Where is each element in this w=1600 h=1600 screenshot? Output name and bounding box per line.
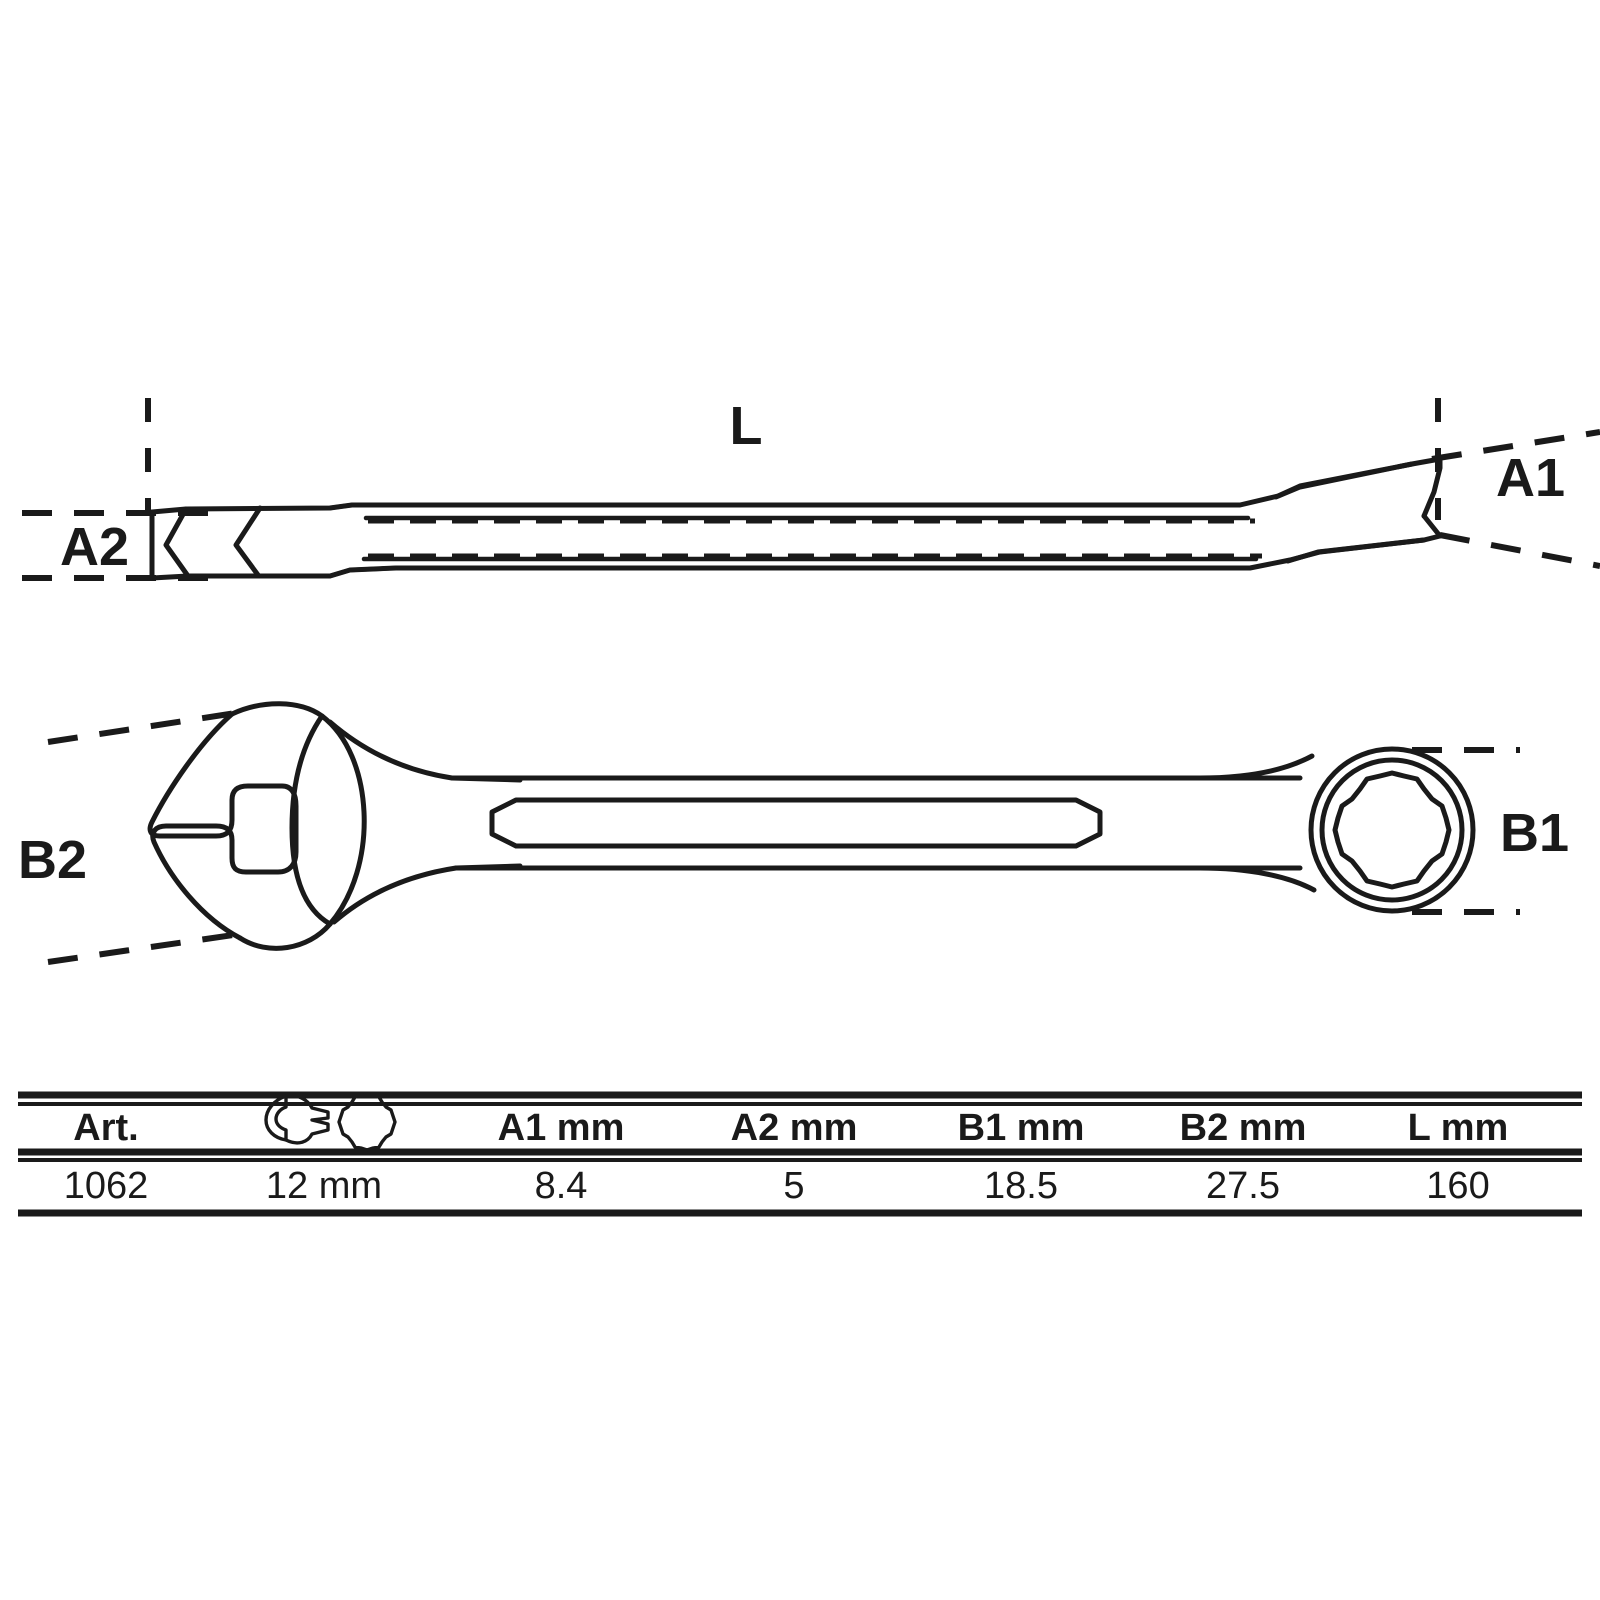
table-header-l: L mm xyxy=(1408,1107,1509,1149)
ring-end-outer-circle xyxy=(1308,746,1476,914)
a1-extension-line-top xyxy=(1431,429,1600,462)
side-view-left-step-top xyxy=(327,502,403,511)
b2-dimension-label: B2 xyxy=(18,830,87,890)
open-end-head-outer xyxy=(229,701,367,951)
table-row: 1062 12 mm 8.4 5 18.5 27.5 160 xyxy=(64,1165,1490,1207)
cell-l: 160 xyxy=(1426,1165,1489,1207)
cell-b1: 18.5 xyxy=(984,1165,1058,1207)
open-end-neck-top xyxy=(327,719,523,783)
cell-art: 1062 xyxy=(64,1165,149,1207)
open-end-head-inner-wall xyxy=(289,713,333,927)
cell-a2: 5 xyxy=(783,1165,804,1207)
side-view-right-bevel-top xyxy=(1273,461,1415,500)
side-view-left-step-bottom xyxy=(327,565,399,579)
specification-table: Art. A1 mm A2 mm B1 mm B2 mm L mm 1062 1… xyxy=(18,1091,1582,1217)
ring-end-neck-bottom xyxy=(1197,865,1317,893)
side-view-right-bevel-bottom xyxy=(1285,537,1427,564)
side-profile-view: L A2 A1 xyxy=(22,396,1600,581)
length-dimension-label: L xyxy=(730,396,763,456)
b2-extension-line-bottom xyxy=(47,931,241,965)
twelve-point-ring-icon xyxy=(337,1092,397,1152)
side-view-right-end-edge xyxy=(1421,513,1443,539)
side-view-left-facet-inner xyxy=(163,506,191,579)
cell-a1: 8.4 xyxy=(535,1165,588,1207)
twelve-point-socket-profile xyxy=(1332,770,1452,890)
b2-extension-line-top xyxy=(47,710,237,745)
shank-recessed-panel xyxy=(489,797,1103,849)
table-header-a1: A1 mm xyxy=(498,1107,625,1149)
table-header-b2: B2 mm xyxy=(1180,1107,1307,1149)
open-end-neck-bottom xyxy=(331,863,523,925)
table-header-a2: A2 mm xyxy=(731,1107,858,1149)
table-header-b1: B1 mm xyxy=(958,1107,1085,1149)
a1-dimension-label: A1 xyxy=(1496,448,1565,508)
ring-end-rim-circle xyxy=(1319,757,1465,903)
table-header-art: Art. xyxy=(73,1107,138,1149)
b1-dimension-label: B1 xyxy=(1500,803,1569,863)
open-end-wrench-icon xyxy=(264,1093,330,1145)
top-plan-view: B2 B1 xyxy=(18,701,1569,965)
a1-extension-line-bottom xyxy=(1439,532,1600,569)
side-view-left-facet-outer xyxy=(233,505,263,578)
open-end-jaw-profile xyxy=(147,711,299,941)
a2-dimension-label: A2 xyxy=(60,517,129,577)
cell-size: 12 mm xyxy=(266,1165,382,1207)
cell-b2: 27.5 xyxy=(1206,1165,1280,1207)
ring-end-neck-top xyxy=(1197,753,1315,781)
